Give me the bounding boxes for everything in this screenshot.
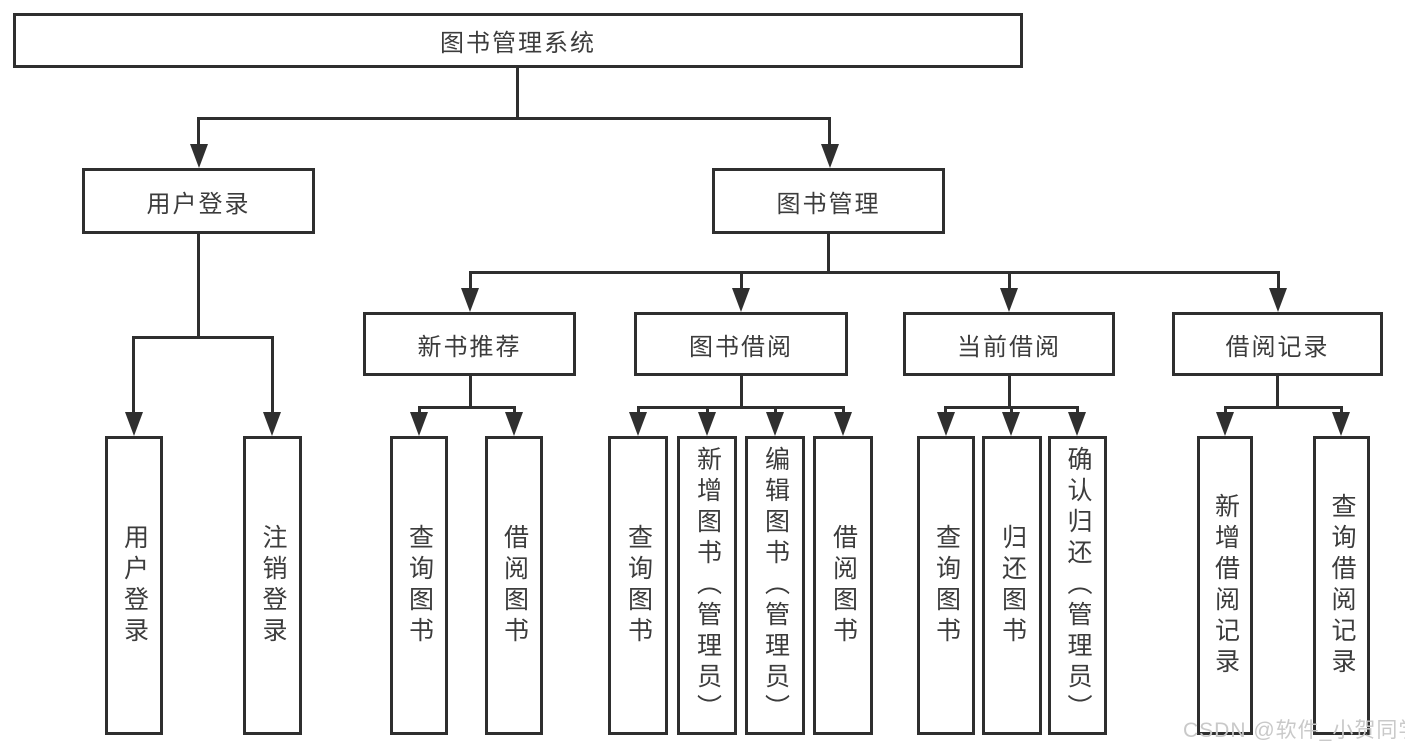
connector-to-recommend-stem — [469, 271, 472, 289]
arrow-to-leaf-user-login — [125, 412, 143, 436]
node-book-management-label: 图书管理 — [776, 190, 881, 218]
leaf-borrow-books-borrowing-label: 借阅图书 — [829, 523, 858, 648]
leaf-return-books: 归还图书 — [982, 436, 1042, 735]
leaf-confirm-return-admin-label: 确认归还（管理员） — [1064, 446, 1092, 725]
node-current-borrowing: 当前借阅 — [903, 312, 1115, 376]
connector-root-hbar — [197, 117, 831, 120]
arrow-to-leaf-edit-c — [766, 412, 784, 436]
arrow-to-leaf-add-record — [1216, 412, 1234, 436]
connector-to-borrowing-stem — [740, 271, 743, 289]
arrow-to-recommend — [461, 288, 479, 312]
leaf-borrow-books-recommend: 借阅图书 — [485, 436, 543, 735]
arrow-to-user-login — [190, 144, 208, 168]
arrow-to-leaf-return-d — [1002, 412, 1020, 436]
connector-to-leaf-add-record-stem — [1224, 406, 1227, 414]
arrow-to-book-management — [821, 144, 839, 168]
connector-to-leaf-logout-stem — [271, 336, 274, 413]
leaf-user-login: 用户登录 — [105, 436, 163, 735]
leaf-add-books-admin-label: 新增图书（管理员） — [693, 446, 722, 725]
arrow-to-leaf-query-record — [1332, 412, 1350, 436]
connector-to-book-management-stem — [828, 117, 831, 145]
leaf-query-books-recommend-label: 查询图书 — [405, 523, 434, 648]
connector-records-hbar — [1224, 406, 1343, 409]
leaf-query-borrow-record-label: 查询借阅记录 — [1328, 492, 1356, 679]
arrow-to-leaf-query-b — [410, 412, 428, 436]
leaf-query-borrow-record: 查询借阅记录 — [1313, 436, 1370, 735]
node-library-system-label: 图书管理系统 — [440, 30, 596, 57]
node-borrowing-records: 借阅记录 — [1172, 312, 1383, 376]
connector-root-stem — [516, 68, 519, 117]
connector-to-user-login-stem — [197, 117, 200, 145]
connector-to-leaf-borrow-c-stem — [842, 406, 845, 414]
leaf-logout-label: 注销登录 — [259, 523, 287, 648]
node-current-borrowing-label: 当前借阅 — [957, 333, 1061, 361]
node-book-borrowing-label: 图书借阅 — [689, 333, 793, 361]
leaf-add-books-admin: 新增图书（管理员） — [677, 436, 737, 735]
arrow-to-leaf-borrow-b — [505, 412, 523, 436]
arrow-to-leaf-logout — [263, 412, 281, 436]
leaf-logout: 注销登录 — [243, 436, 302, 735]
leaf-user-login-label: 用户登录 — [120, 523, 149, 648]
connector-current-stem — [1008, 376, 1011, 406]
connector-to-leaf-borrow-b-stem — [513, 406, 516, 414]
node-book-borrowing: 图书借阅 — [634, 312, 848, 376]
leaf-query-books-current: 查询图书 — [917, 436, 975, 735]
node-borrowing-records-label: 借阅记录 — [1225, 333, 1330, 361]
connector-book-management-hbar — [469, 271, 1280, 274]
connector-to-leaf-add-c-stem — [706, 406, 709, 414]
connector-recommend-stem — [469, 376, 472, 406]
leaf-confirm-return-admin: 确认归还（管理员） — [1048, 436, 1107, 735]
node-library-system: 图书管理系统 — [13, 13, 1023, 68]
leaf-add-borrow-record: 新增借阅记录 — [1197, 436, 1253, 735]
node-book-management: 图书管理 — [712, 168, 945, 234]
connector-to-leaf-query-d-stem — [944, 406, 947, 414]
connector-to-leaf-query-b-stem — [418, 406, 421, 414]
connector-book-management-stem — [827, 234, 830, 271]
connector-borrowing-stem — [740, 376, 743, 406]
arrow-to-records — [1269, 288, 1287, 312]
leaf-query-books-current-label: 查询图书 — [932, 523, 961, 648]
arrow-to-leaf-query-c — [629, 412, 647, 436]
arrow-to-leaf-borrow-c — [834, 412, 852, 436]
connector-to-leaf-confirm-d-stem — [1076, 406, 1079, 414]
connector-to-records-stem — [1277, 271, 1280, 289]
connector-to-leaf-return-d-stem — [1010, 406, 1013, 414]
node-user-login-label: 用户登录 — [146, 190, 251, 218]
arrow-to-leaf-add-c — [698, 412, 716, 436]
leaf-add-borrow-record-label: 新增借阅记录 — [1211, 492, 1240, 679]
arrow-to-leaf-query-d — [937, 412, 955, 436]
leaf-return-books-label: 归还图书 — [998, 523, 1027, 648]
leaf-query-books-borrowing: 查询图书 — [608, 436, 668, 735]
csdn-watermark: CSDN @软件_小贺同学 — [1183, 719, 1405, 742]
arrow-to-leaf-confirm-d — [1068, 412, 1086, 436]
connector-to-leaf-query-c-stem — [637, 406, 640, 414]
connector-records-stem — [1276, 376, 1279, 406]
connector-to-leaf-edit-c-stem — [774, 406, 777, 414]
connector-to-leaf-user-login-stem — [132, 336, 135, 413]
connector-user-login-stem — [197, 234, 200, 336]
leaf-query-books-borrowing-label: 查询图书 — [624, 523, 653, 648]
connector-to-current-stem — [1008, 271, 1011, 289]
leaf-borrow-books-borrowing: 借阅图书 — [813, 436, 873, 735]
node-user-login: 用户登录 — [82, 168, 315, 234]
leaf-query-books-recommend: 查询图书 — [390, 436, 448, 735]
arrow-to-current — [1000, 288, 1018, 312]
arrow-to-borrowing — [732, 288, 750, 312]
node-new-book-recommend-label: 新书推荐 — [417, 333, 522, 361]
leaf-borrow-books-recommend-label: 借阅图书 — [500, 523, 529, 648]
connector-to-leaf-query-record-stem — [1340, 406, 1343, 414]
node-new-book-recommend: 新书推荐 — [363, 312, 576, 376]
connector-user-login-hbar — [132, 336, 274, 339]
connector-recommend-hbar — [418, 406, 516, 409]
leaf-edit-books-admin-label: 编辑图书（管理员） — [761, 446, 790, 725]
connector-borrowing-hbar — [637, 406, 845, 409]
leaf-edit-books-admin: 编辑图书（管理员） — [745, 436, 805, 735]
